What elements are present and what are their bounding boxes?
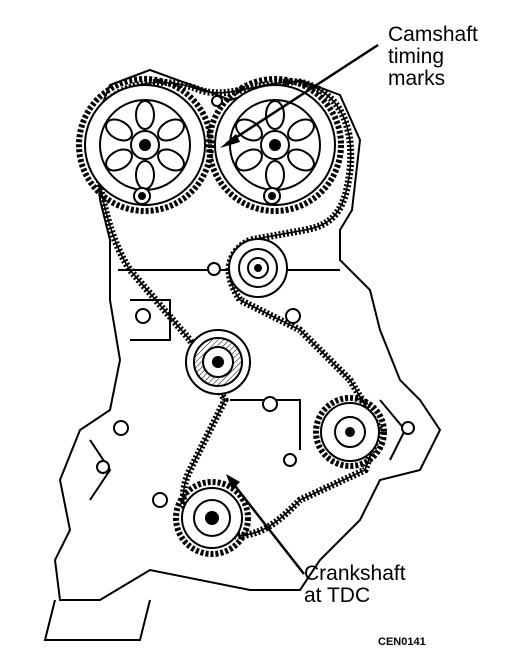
crankshaft-sprocket-icon bbox=[173, 479, 251, 557]
idler-pulley-icon bbox=[228, 238, 288, 298]
camshaft-timing-marks-label: Camshaft timing marks bbox=[388, 23, 478, 90]
camshaft-leader-line bbox=[220, 43, 379, 148]
camshaft-sprocket-icon bbox=[76, 76, 214, 214]
bolt-icon bbox=[96, 95, 415, 508]
crankshaft-tdc-label: Crankshaft at TDC bbox=[304, 562, 406, 607]
figure-code: CEN0141 bbox=[378, 636, 426, 648]
camshaft-sprocket-icon bbox=[206, 76, 344, 214]
water-pump-sprocket-icon bbox=[313, 395, 387, 469]
crankshaft-leader-line bbox=[226, 474, 305, 575]
tensioner-pulley-icon bbox=[185, 329, 251, 395]
